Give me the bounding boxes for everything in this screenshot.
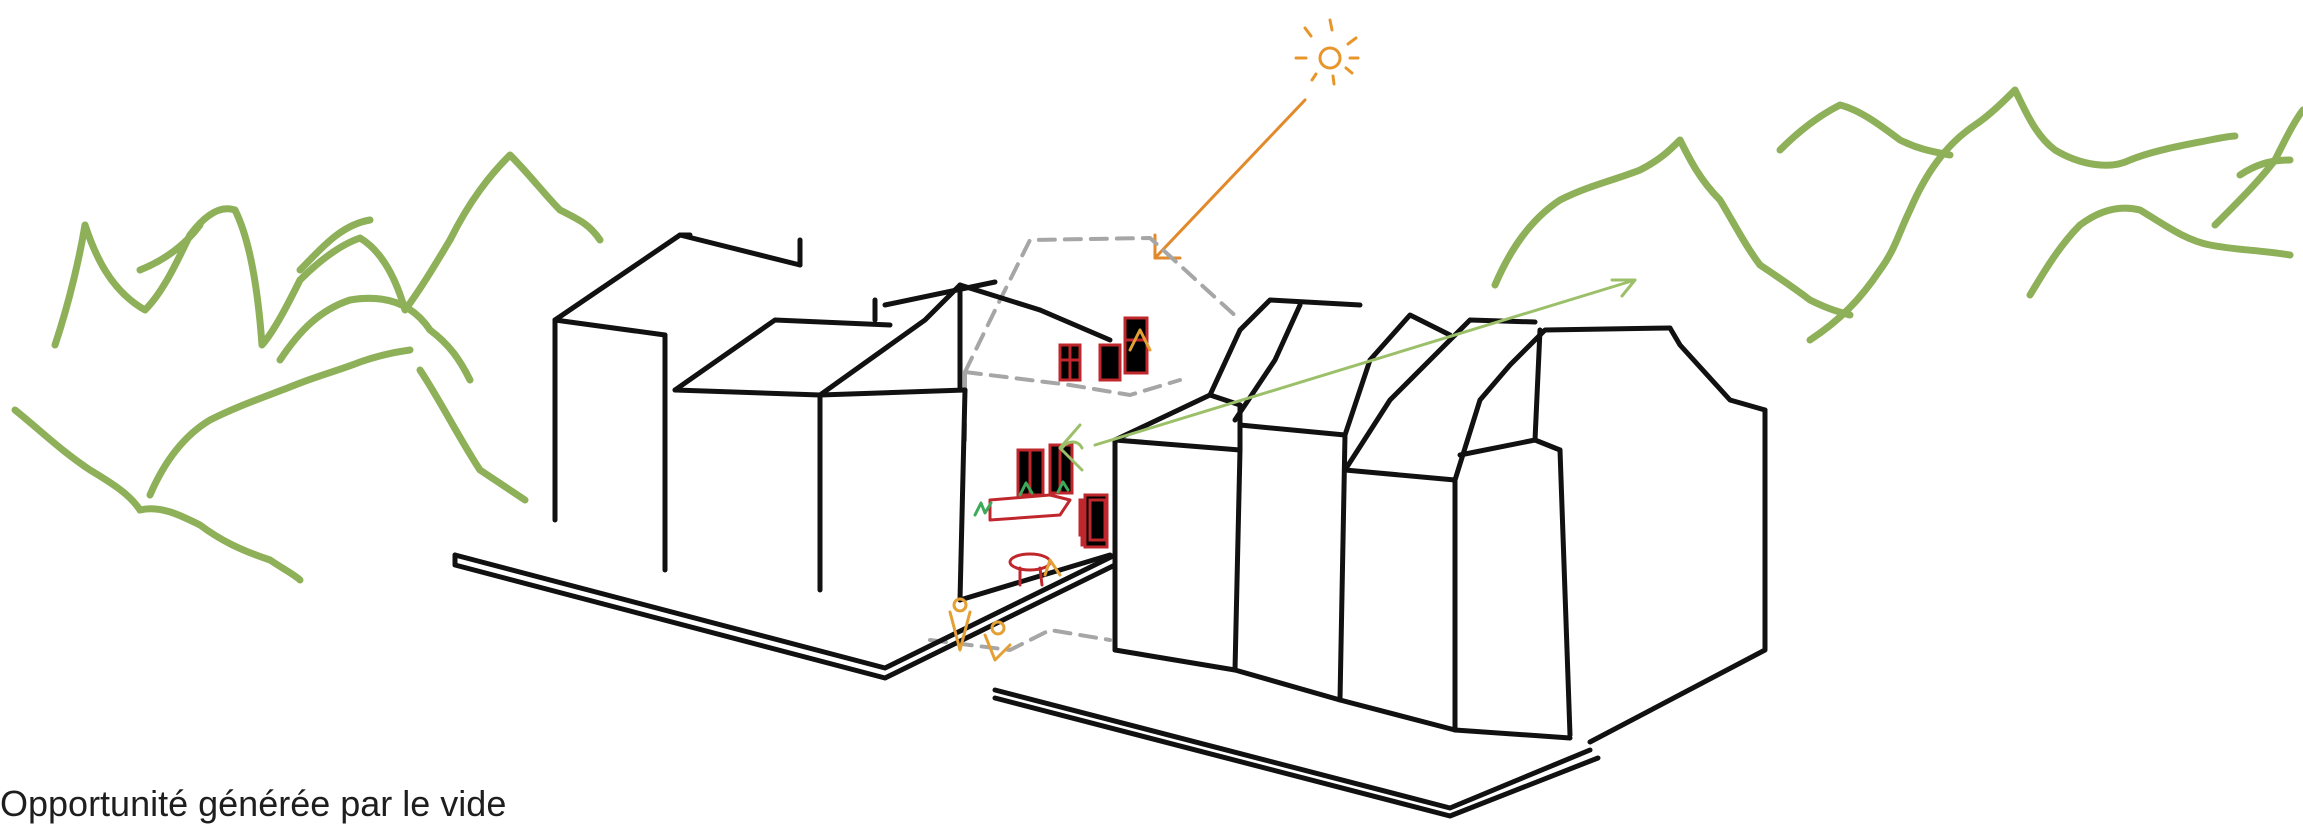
sun-ray-arrow bbox=[1155, 100, 1305, 258]
mountains-right bbox=[1495, 90, 2303, 340]
building-left bbox=[455, 235, 1115, 678]
mountains-left bbox=[15, 155, 600, 580]
window-details bbox=[990, 318, 1147, 585]
sun-icon bbox=[1296, 20, 1358, 84]
caption: Opportunité générée par le vide bbox=[0, 786, 506, 822]
view-arrow bbox=[1095, 280, 1635, 445]
